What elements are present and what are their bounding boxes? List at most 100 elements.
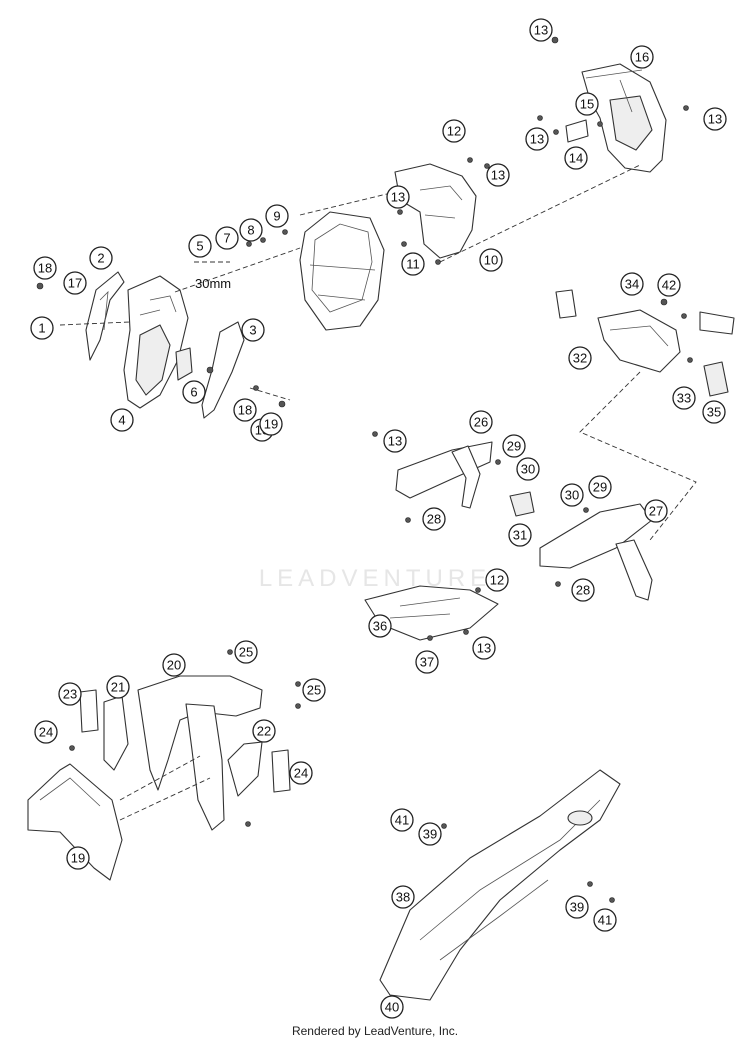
callout-23: 23	[58, 682, 82, 706]
callout-circle	[252, 719, 276, 743]
callout-circle	[472, 636, 496, 660]
callout-number: 32	[573, 351, 587, 366]
instrument-carrier	[565, 63, 667, 173]
callout-circle	[479, 248, 503, 272]
callout-number: 12	[490, 573, 504, 588]
callout-number: 41	[598, 913, 612, 928]
callout-41: 41	[390, 808, 414, 832]
callout-number: 7	[223, 231, 230, 246]
callout-1: 1	[30, 316, 54, 340]
callout-circle	[391, 885, 415, 909]
callout-30: 30	[560, 483, 584, 507]
callout-circle	[215, 226, 239, 250]
callout-circle	[508, 523, 532, 547]
callout-number: 38	[396, 890, 410, 905]
callout-circle	[386, 185, 410, 209]
callout-circle	[575, 92, 599, 116]
callout-26: 26	[469, 410, 493, 434]
callout-circle	[33, 256, 57, 280]
callout-number: 13	[388, 434, 402, 449]
callout-29: 29	[588, 475, 612, 499]
footer-credit: Rendered by LeadVenture, Inc.	[291, 1024, 459, 1038]
callout-circle	[568, 346, 592, 370]
callout-17: 17	[63, 271, 87, 295]
callout-25: 25	[302, 678, 326, 702]
headlight-bracket	[394, 163, 477, 259]
headlight-mask-assembly	[85, 271, 245, 419]
callout-13: 13	[386, 185, 410, 209]
callout-number: 30	[521, 462, 535, 477]
callout-number: 25	[239, 645, 253, 660]
callout-circle	[390, 808, 414, 832]
callout-number: 24	[294, 766, 308, 781]
callout-13: 13	[529, 18, 553, 42]
callout-number: 16	[635, 50, 649, 65]
callout-14: 14	[564, 146, 588, 170]
callout-circle	[89, 246, 113, 270]
callout-27: 27	[644, 499, 668, 523]
callout-circle	[239, 218, 263, 242]
callout-number: 28	[576, 583, 590, 598]
callout-circle	[657, 273, 681, 297]
callout-28: 28	[571, 578, 595, 602]
callout-circle	[188, 234, 212, 258]
callout-number: 39	[570, 900, 584, 915]
callout-number: 13	[391, 190, 405, 205]
callout-number: 18	[238, 403, 252, 418]
callout-number: 36	[373, 619, 387, 634]
callout-circle	[565, 895, 589, 919]
callout-number: 8	[247, 223, 254, 238]
callout-circle	[672, 386, 696, 410]
callout-10: 10	[479, 248, 503, 272]
callout-circle	[289, 761, 313, 785]
callout-19: 19	[66, 846, 90, 870]
callout-circle	[66, 846, 90, 870]
callout-circle	[644, 499, 668, 523]
callout-number: 19	[71, 851, 85, 866]
callout-20: 20	[162, 653, 186, 677]
callout-12: 12	[442, 119, 466, 143]
callout-number: 29	[507, 439, 521, 454]
callout-41: 41	[593, 908, 617, 932]
callout-circle	[162, 653, 186, 677]
callout-circle	[302, 678, 326, 702]
callout-9: 9	[265, 204, 289, 228]
callout-number: 28	[427, 512, 441, 527]
callout-32: 32	[568, 346, 592, 370]
callout-number: 25	[307, 683, 321, 698]
callout-number: 42	[662, 278, 676, 293]
callout-number: 33	[677, 391, 691, 406]
callout-13: 13	[486, 163, 510, 187]
callout-number: 21	[111, 680, 125, 695]
callout-circle	[469, 410, 493, 434]
callouts: 1234567891011121213131313131313131415161…	[30, 18, 727, 1019]
callout-13: 13	[472, 636, 496, 660]
callout-18: 18	[33, 256, 57, 280]
callout-circle	[233, 398, 257, 422]
callout-circle	[502, 434, 526, 458]
callout-37: 37	[415, 650, 439, 674]
callout-18: 18	[233, 398, 257, 422]
callout-number: 10	[484, 253, 498, 268]
callout-circle	[383, 429, 407, 453]
callout-circle	[703, 107, 727, 131]
callout-36: 36	[368, 614, 392, 638]
callout-number: 9	[273, 209, 280, 224]
callout-circle	[702, 400, 726, 424]
dimension-label: 30mm	[195, 276, 232, 291]
callout-circle	[588, 475, 612, 499]
callout-number: 34	[625, 277, 639, 292]
callout-circle	[630, 45, 654, 69]
callout-number: 31	[513, 528, 527, 543]
callout-31: 31	[508, 523, 532, 547]
callout-number: 23	[63, 687, 77, 702]
callout-circle	[259, 412, 283, 436]
callout-11: 11	[401, 252, 425, 276]
callout-number: 19	[264, 417, 278, 432]
callout-circle	[234, 640, 258, 664]
callout-circle	[63, 271, 87, 295]
callout-circle	[241, 318, 265, 342]
callout-number: 29	[593, 480, 607, 495]
callout-number: 13	[534, 23, 548, 38]
callout-circle	[110, 408, 134, 432]
